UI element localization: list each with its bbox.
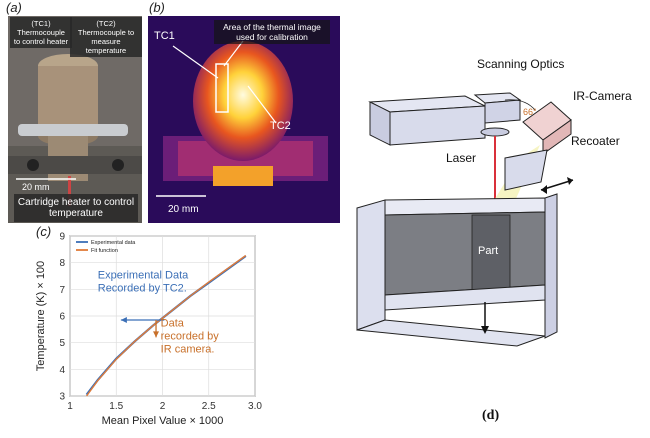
- camera-angle-label: 66°: [523, 107, 537, 117]
- panel-d-label: (d): [482, 408, 500, 423]
- panel-b-thermal-image: TC1 TC2 Area of the thermal image used f…: [148, 16, 340, 223]
- scale-bar-label: 20 mm: [22, 182, 50, 192]
- x-tick-label: 1.5: [109, 401, 123, 412]
- series-line-fit: [86, 254, 247, 397]
- panel-a-photo: (TC1) Thermocouple to control heater (TC…: [8, 16, 142, 223]
- y-tick-label: 7: [59, 285, 65, 296]
- scanning-optics-label: Scanning Optics: [477, 57, 565, 71]
- x-tick-label: 1: [67, 401, 73, 412]
- calibration-area-callout: Area of the thermal image used for calib…: [214, 20, 330, 44]
- pbf-system-schematic: [356, 92, 574, 347]
- tc1-label: TC1: [154, 30, 175, 42]
- y-tick-label: 9: [59, 232, 65, 243]
- recoater-label: Recoater: [571, 134, 620, 148]
- ir-arrowhead: [153, 331, 160, 338]
- laser-label: Laser: [446, 151, 477, 165]
- x-axis-label: Mean Pixel Value × 1000: [102, 415, 224, 427]
- x-tick-label: 2.5: [202, 401, 216, 412]
- thermal-scale-label: 20 mm: [168, 204, 199, 215]
- panel-d-schematic: Scanning Optics IR-Camera 66° Recoater L…: [345, 40, 645, 360]
- tc2-callout: (TC2) Thermocouple to measure temperatur…: [70, 17, 142, 57]
- panel-b-label: (b): [149, 0, 165, 15]
- y-tick-label: 6: [59, 312, 65, 323]
- y-tick-label: 4: [59, 365, 65, 376]
- legend-entry: Fit function: [91, 248, 118, 254]
- thermal-image-illustration: [148, 16, 340, 223]
- legend-entry: Experimental data: [91, 240, 136, 246]
- x-tick-label: 3.0: [248, 401, 262, 412]
- panel-c-label: (c): [36, 224, 52, 239]
- y-tick-label: 5: [59, 338, 65, 349]
- experimental-arrowhead: [120, 317, 127, 323]
- tc2-label: TC2: [270, 120, 291, 132]
- heater-caption: Cartridge heater to control temperature: [14, 194, 138, 222]
- ir-camera-label: IR-Camera: [573, 89, 632, 103]
- y-tick-label: 8: [59, 258, 65, 269]
- y-tick-label: 3: [59, 392, 65, 403]
- y-axis-label: Temperature (K) × 100: [35, 261, 47, 371]
- part-label: Part: [478, 245, 499, 257]
- tc1-callout: (TC1) Thermocouple to control heater: [10, 17, 72, 48]
- panel-a-label: (a): [6, 0, 22, 15]
- x-tick-label: 2: [160, 401, 166, 412]
